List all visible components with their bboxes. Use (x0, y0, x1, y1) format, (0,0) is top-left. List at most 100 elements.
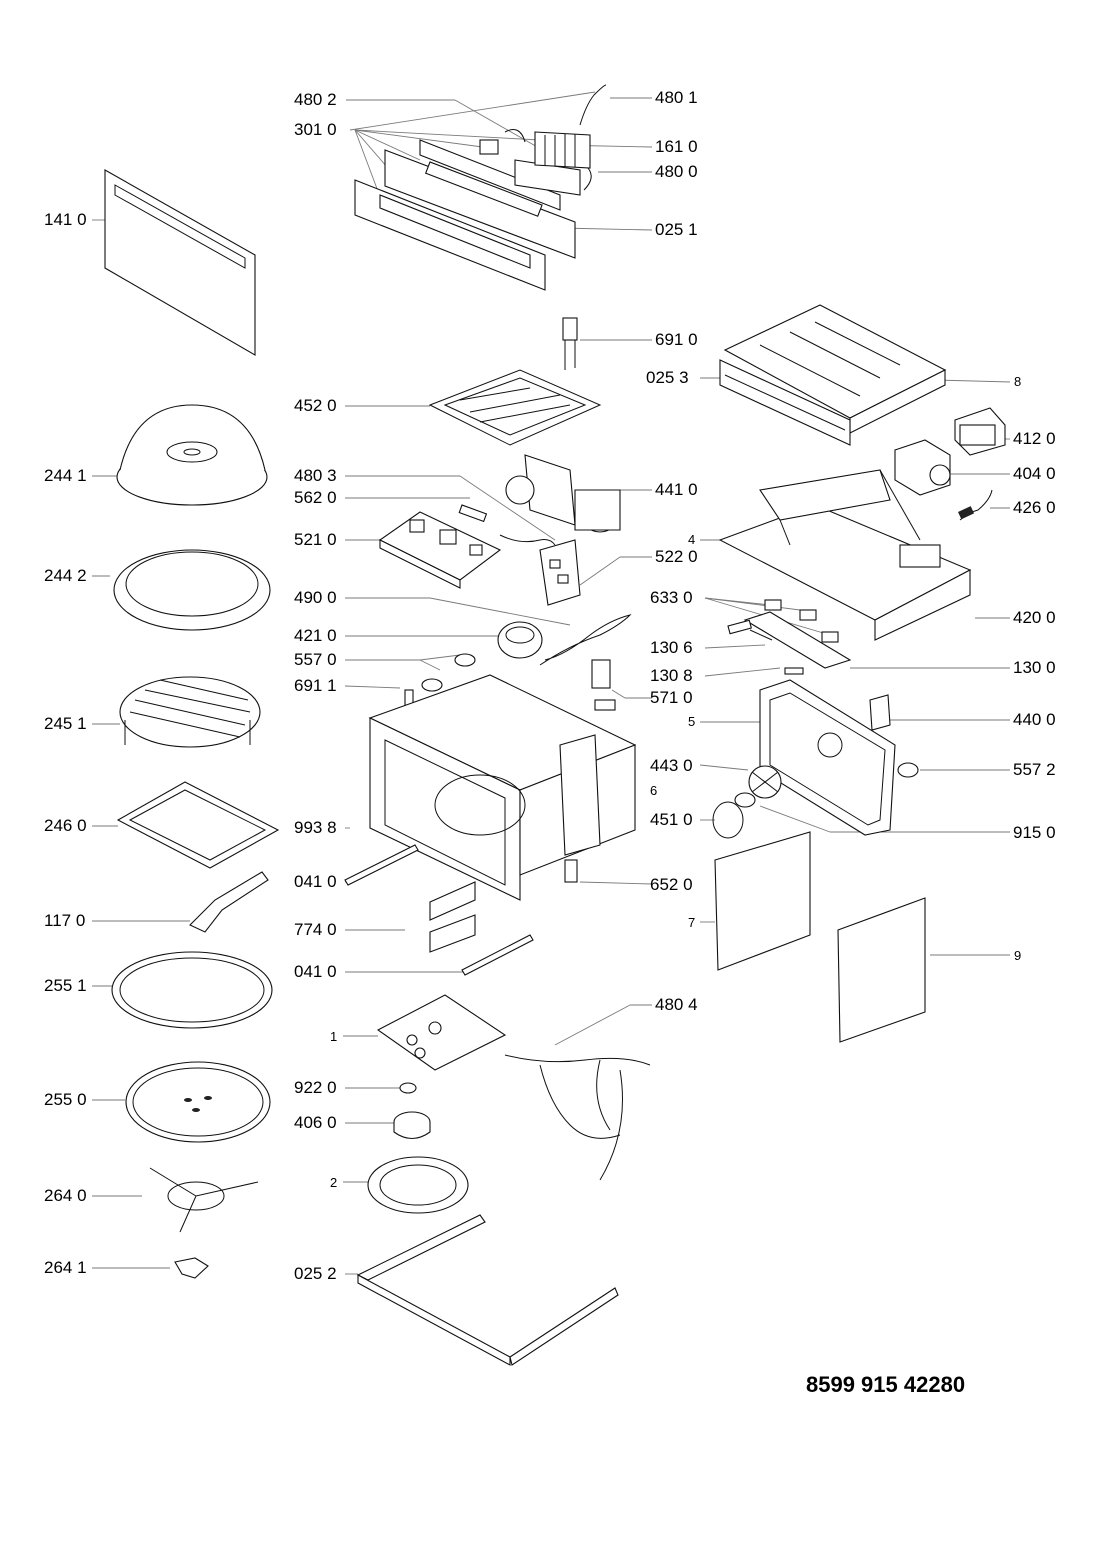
ring-heater-part (712, 801, 744, 839)
thermostat-557-0-part (421, 653, 476, 692)
fan-blade-part (734, 765, 782, 808)
door-glass-part (104, 169, 256, 356)
top-cover-part (719, 304, 947, 446)
part-label-5570: 557 0 (294, 650, 337, 669)
part-label-6330: 633 0 (650, 588, 693, 607)
part-label-6910: 691 0 (655, 330, 698, 349)
coupler-part (174, 1257, 209, 1279)
part-label-5620: 562 0 (294, 488, 337, 507)
part-label-5210: 521 0 (294, 530, 337, 549)
part-label-5572: 557 2 (1013, 760, 1056, 779)
part-label-4801: 480 1 (655, 88, 698, 107)
part-label-9220: 922 0 (294, 1078, 337, 1097)
part-label-0410b: 041 0 (294, 962, 337, 981)
washer-part (399, 1082, 417, 1094)
magnetron-part (894, 439, 951, 496)
part-label-0253: 025 3 (646, 368, 689, 387)
microswitch-part (591, 659, 616, 711)
roller-support-part (149, 1167, 259, 1233)
part-label-4804: 480 4 (655, 995, 698, 1014)
part-label-4430: 443 0 (650, 756, 693, 775)
part-label-4060: 406 0 (294, 1113, 337, 1132)
part-label-0410a: 041 0 (294, 872, 337, 891)
part-label-4410: 441 0 (655, 480, 698, 499)
thermal-cutout-wire-part (958, 489, 993, 521)
base-plate-1-part (376, 994, 507, 1071)
turntable-plate-part (125, 1061, 271, 1143)
part-label-4800: 480 0 (655, 162, 698, 181)
part-label-3010: 301 0 (294, 120, 337, 139)
part-label-2550: 255 0 (44, 1090, 87, 1109)
wiring-harness-part (504, 1054, 651, 1181)
part-label-5: 5 (688, 714, 696, 729)
chassis-base-part (718, 469, 972, 641)
blower-motor-part (505, 454, 621, 533)
side-panel-9-part (837, 897, 926, 1043)
document-number: 8599 915 42280 (806, 1372, 966, 1397)
turntable-motor-part (393, 1111, 431, 1140)
part-label-4510: 451 0 (650, 810, 693, 829)
control-panel-group (354, 84, 607, 291)
part-label-4802: 480 2 (294, 90, 337, 109)
motor-capacitor-part (497, 621, 543, 659)
grill-heater-part (428, 317, 602, 446)
turntable-ring-part (111, 951, 273, 1029)
part-label-2441: 244 1 (44, 466, 87, 485)
power-cord-part (539, 614, 632, 666)
fuse-part (458, 504, 488, 523)
part-label-6911: 691 1 (294, 676, 337, 695)
dome-cover-part (116, 404, 268, 506)
part-label-2: 2 (330, 1175, 338, 1190)
part-label-2551: 255 1 (44, 976, 87, 995)
part-label-1308: 130 8 (650, 666, 693, 685)
part-label-4200: 420 0 (1013, 608, 1056, 627)
relay-board-part (539, 539, 581, 606)
part-label-2640: 264 0 (44, 1186, 87, 1205)
part-label-0252: 025 2 (294, 1264, 337, 1283)
bottom-frame-part (356, 1214, 619, 1366)
part-label-9938: 993 8 (294, 818, 337, 837)
part-label-4900: 490 0 (294, 588, 337, 607)
part-label-4040: 404 0 (1013, 464, 1056, 483)
leader-lines (92, 91, 1011, 1275)
grill-rack-part (119, 676, 261, 748)
thermostat-557-2-part (897, 762, 919, 778)
part-label-4803: 480 3 (294, 466, 337, 485)
part-label-7740: 774 0 (294, 920, 337, 939)
fan-motor-440-part (869, 694, 891, 731)
handle-part (189, 871, 269, 933)
part-label-4120: 412 0 (1013, 429, 1056, 448)
mounting-screws-part (429, 881, 476, 953)
part-label-1170: 117 0 (44, 911, 86, 930)
part-label-1610: 161 0 (655, 137, 698, 156)
part-label-1300: 130 0 (1013, 658, 1056, 677)
part-label-2451: 245 1 (44, 714, 87, 733)
part-label-2641: 264 1 (44, 1258, 87, 1277)
part-label-4520: 452 0 (294, 396, 337, 415)
part-label-4400: 440 0 (1013, 710, 1056, 729)
side-panel-7-part (714, 831, 811, 971)
wiring-480-3-part (499, 534, 556, 546)
part-label-1306: 130 6 (650, 638, 693, 657)
part-label-8: 8 (1014, 374, 1022, 389)
baking-tray-part (116, 781, 280, 869)
transformer-part (954, 407, 1006, 456)
part-label-4260: 426 0 (1013, 498, 1056, 517)
part-label-5220: 522 0 (655, 547, 698, 566)
part-label-2460: 246 0 (44, 816, 87, 835)
crisp-plate-part (113, 549, 271, 631)
part-label-6: 6 (650, 783, 658, 798)
runner-rails-part (344, 844, 534, 976)
part-label-2442: 244 2 (44, 566, 87, 585)
part-label-1: 1 (330, 1029, 338, 1044)
part-label-4: 4 (688, 532, 696, 547)
oven-cavity-part (368, 674, 637, 901)
part-label-9150: 915 0 (1013, 823, 1056, 842)
bottom-cover-2-part (367, 1156, 469, 1214)
control-pcb-part (378, 511, 502, 589)
part-label-6520: 652 0 (650, 875, 693, 894)
part-label-9: 9 (1014, 948, 1022, 963)
part-label-5710: 571 0 (650, 688, 693, 707)
touch-membrane (534, 131, 591, 169)
